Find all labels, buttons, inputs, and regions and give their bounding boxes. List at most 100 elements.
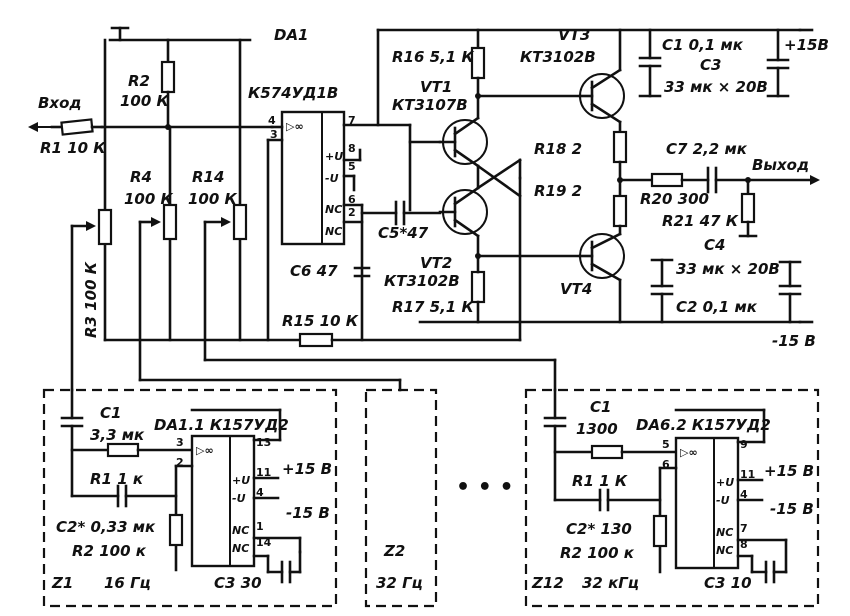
vt3-type: КТ3102В — [520, 48, 596, 66]
c2-label: С2 0,1 мк — [676, 298, 758, 316]
z12-opamp-symbol: ▷∞ — [680, 446, 698, 459]
r3-label: R3 100 К — [82, 261, 100, 338]
capacitor-z1-c1 — [60, 388, 84, 498]
z1-supply-pos: +15 В — [282, 460, 332, 478]
input-terminal — [28, 122, 52, 132]
resistor-z12-r2 — [652, 514, 668, 548]
c4-name: С4 — [704, 236, 725, 254]
z12-pin-8: 8 — [740, 538, 748, 551]
opamp-z1 — [190, 434, 256, 568]
r17-label: R17 5,1 К — [392, 298, 474, 316]
c5-label: С5*47 — [378, 224, 429, 242]
r14-name: R14 — [192, 168, 224, 186]
opamp-z12 — [674, 436, 740, 570]
z1-pin-11: 11 — [256, 466, 271, 479]
z1-c2-label: С2* 0,33 мк — [56, 518, 156, 536]
z12-pin-9: 9 — [740, 438, 748, 451]
input-label: Вход — [38, 94, 82, 112]
da1-pin-nc2: NC — [325, 225, 342, 238]
z1-c1-value: 3,3 мк — [90, 426, 145, 444]
z12-pin-pos: +U — [716, 476, 734, 489]
r20-label: R20 300 — [640, 190, 709, 208]
c7-label: С7 2,2 мк — [666, 140, 748, 158]
capacitor-z1-c2 — [70, 484, 178, 508]
z1-c1-name: C1 — [100, 404, 121, 422]
vt1-type: КТ3107В — [392, 96, 468, 114]
r18-label: R18 2 — [534, 140, 582, 158]
da1-pin-3: 3 — [270, 128, 278, 141]
z12-opamp-label: DA6.2 К157УД2 — [636, 416, 771, 434]
transistor-vt4 — [578, 232, 625, 282]
z12-pin-nc2: NC — [716, 544, 733, 557]
r2-name: R2 — [128, 72, 150, 90]
da1-pin-neg: -U — [325, 172, 339, 185]
opamp-da1 — [280, 110, 346, 246]
capacitor-c6 — [353, 266, 371, 278]
capacitor-z1-c3 — [252, 536, 302, 584]
z1-r2-label: R2 100 к — [72, 542, 147, 560]
resistor-r17 — [470, 254, 486, 324]
z12-pin-neg: -U — [716, 494, 730, 507]
r21-label: R21 47 К — [662, 212, 739, 230]
capacitor-c4 — [778, 260, 802, 324]
c3-name: С3 — [700, 56, 721, 74]
z1-pin-neg: -U — [232, 492, 246, 505]
z12-r2-label: R2 100 к — [560, 544, 635, 562]
z12-pin-6: 6 — [662, 458, 670, 471]
z12-pin-5: 5 — [662, 438, 670, 451]
z1-pin-4: 4 — [256, 486, 264, 499]
c4-value: 33 мк × 20В — [676, 260, 780, 278]
capacitor-z12-c2 — [553, 488, 662, 512]
z1-pin-nc2: NC — [232, 542, 249, 555]
r1-label: R1 10 К — [40, 139, 106, 157]
vt3-name: VT3 — [558, 26, 590, 44]
r4-value: 100 К — [124, 190, 174, 208]
resistor-z1-r1 — [106, 442, 140, 458]
da1-name: DA1 — [274, 26, 309, 44]
output-label: Выход — [752, 156, 809, 174]
da1-pin-6: 6 — [348, 193, 356, 206]
z12-label: Z12 — [531, 574, 564, 592]
da1-symbol: ▷∞ — [286, 120, 304, 133]
z12-pin-7: 7 — [740, 522, 748, 535]
resistor-r21 — [738, 178, 758, 238]
da1-pin-4: 4 — [268, 114, 276, 127]
z1-pin-pos: +U — [232, 474, 250, 487]
z12-r1-label: R1 1 К — [572, 472, 628, 490]
r16-label: R16 5,1 К — [392, 48, 474, 66]
vt2-name: VT2 — [420, 254, 452, 272]
z1-opamp-symbol: ▷∞ — [196, 444, 214, 457]
potentiometer-r14 — [151, 203, 178, 241]
ellipsis: • • • — [456, 475, 514, 500]
da1-pin-pos: +U — [325, 150, 343, 163]
z12-pin-nc1: NC — [716, 526, 733, 539]
z1-pin-3: 3 — [176, 436, 184, 449]
supply-pos-label: +15В — [784, 36, 829, 54]
z1-pin-1: 1 — [256, 520, 264, 533]
resistor-r15 — [298, 332, 334, 348]
resistor-r19 — [612, 178, 628, 236]
da1-pin-2: 2 — [348, 206, 356, 219]
z1-c3-label: С3 30 — [214, 574, 262, 592]
c6-label: С6 47 — [290, 262, 338, 280]
z12-c1-name: C1 — [590, 398, 611, 416]
filter-z1-box — [42, 388, 338, 608]
z1-pin-13: 13 — [256, 436, 271, 449]
da1-type: К574УД1В — [248, 84, 338, 102]
z1-frequency: 16 Гц — [104, 574, 151, 592]
da1-pin-nc1: NC — [325, 203, 342, 216]
capacitor-z12-c1 — [543, 388, 567, 502]
vt2-type: КТ3102В — [384, 272, 460, 290]
z1-opamp-label: DA1.1 К157УД2 — [154, 416, 289, 434]
potentiometer-r4 — [86, 208, 113, 246]
capacitor-c2 — [650, 258, 674, 324]
transistor-vt1 — [438, 94, 488, 168]
c3-value: 33 мк × 20В — [664, 78, 768, 96]
z12-supply-pos: +15 В — [764, 462, 814, 480]
z12-pin-4: 4 — [740, 488, 748, 501]
transistor-vt2 — [438, 186, 488, 258]
z1-pin-2: 2 — [176, 456, 184, 469]
r2-value: 100 К — [120, 92, 170, 110]
filter-z12-box — [524, 388, 820, 608]
